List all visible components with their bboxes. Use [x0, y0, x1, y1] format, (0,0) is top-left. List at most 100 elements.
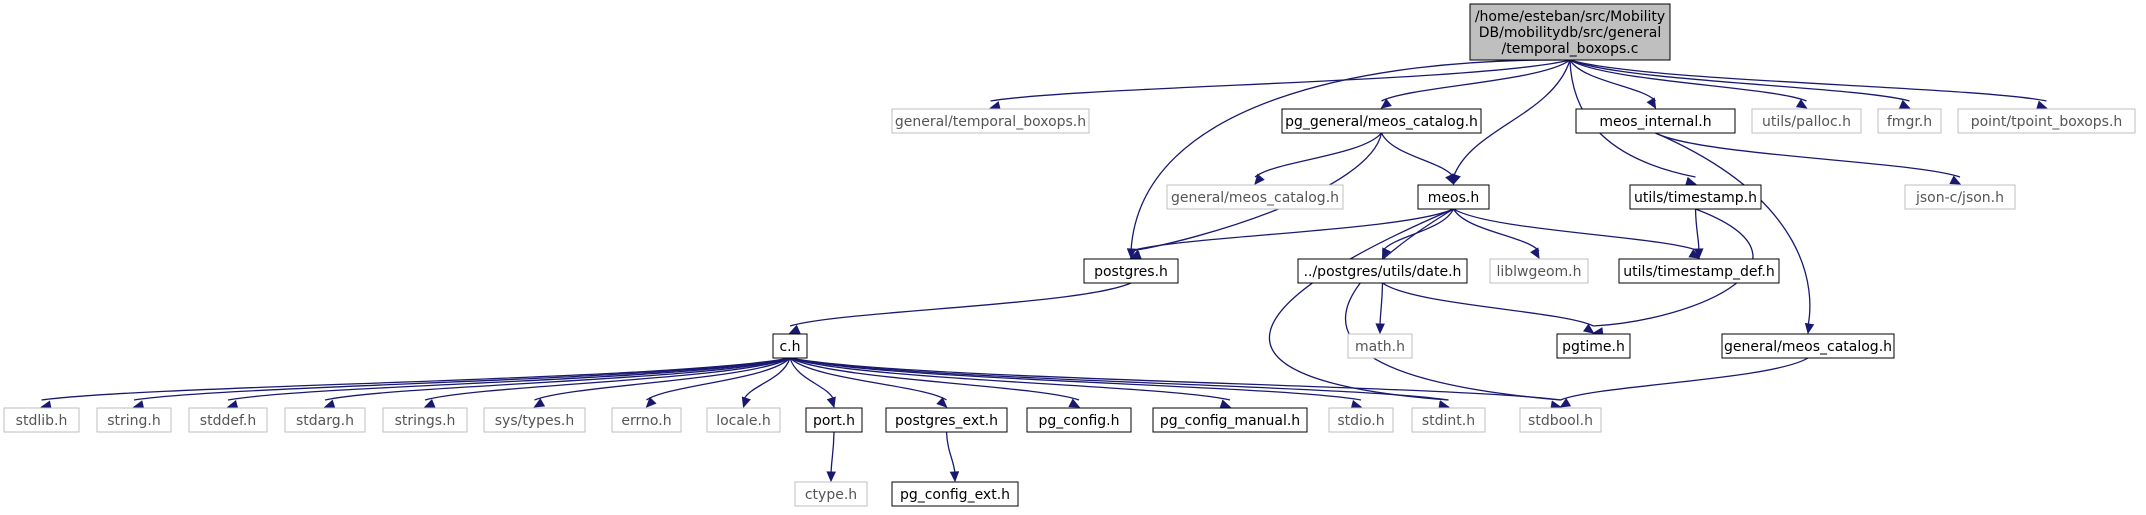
node-label: /home/esteban/src/Mobility [1475, 9, 1665, 25]
node-label: pgtime.h [1562, 339, 1625, 355]
node-label: json-c/json.h [1915, 190, 2004, 206]
edge-c_h-to-stdbool_h [789, 357, 1562, 410]
edge-c_h-to-postgres_ext_h [789, 357, 948, 408]
node-label: meos.h [1428, 190, 1479, 206]
edge-c_h-to-strings_h [423, 357, 791, 408]
node-tpoint-boxops-h: point/tpoint_boxops.h [1957, 108, 2136, 134]
node-label: /temporal_boxops.c [1502, 41, 1639, 57]
node-postgres-h[interactable]: postgres.h [1083, 258, 1179, 284]
node-strings-h: strings.h [382, 407, 468, 433]
node-port-h[interactable]: port.h [805, 407, 863, 433]
node-label: stdbool.h [1528, 413, 1593, 429]
edge-c_h-to-pg_config_manual_h [789, 357, 1232, 409]
node-label: stdio.h [1337, 413, 1384, 429]
node-pg-config-manual-h[interactable]: pg_config_manual.h [1152, 407, 1308, 433]
node-c-h[interactable]: c.h [772, 333, 808, 359]
node-label: postgres_ext.h [895, 413, 998, 429]
node-label: c.h [779, 339, 800, 355]
edge-c_h-to-pg_config_h [789, 357, 1081, 408]
node-label: meos_internal.h [1599, 114, 1711, 130]
node-stdlib-h: stdlib.h [3, 407, 80, 433]
edge-meos_internal_h-to-gen_meos_catalog_solid [1655, 132, 1815, 335]
edge-postgres_h-to-c_h [788, 282, 1132, 334]
node-meos-h[interactable]: meos.h [1417, 184, 1490, 210]
node-label: ctype.h [805, 487, 857, 503]
node-label: strings.h [395, 413, 456, 429]
edge-root-to-meos_internal_h [1569, 59, 1657, 110]
edge-meos_h-to-stdbool_h [1345, 208, 1562, 411]
edge-root-to-temporal_boxops_h [989, 59, 1571, 111]
node-pgtime-h[interactable]: pgtime.h [1556, 333, 1631, 359]
node-label: pg_config_ext.h [900, 487, 1010, 503]
node-label: pg_general/meos_catalog.h [1285, 114, 1478, 130]
edge-meos_h-to-liblwgeom_h [1452, 208, 1540, 260]
node-gen-meos-catalog-light: general/meos_catalog.h [1166, 184, 1344, 210]
edge-c_h-to-stdarg_h [323, 357, 791, 409]
node-ctype-h: ctype.h [794, 481, 868, 507]
node-stdio-h: stdio.h [1328, 407, 1394, 433]
node-locale-h: locale.h [706, 407, 781, 433]
edge-port_h-to-ctype_h [826, 431, 836, 483]
node-pg-config-h[interactable]: pg_config.h [1026, 407, 1132, 433]
node-errno-h: errno.h [611, 407, 682, 433]
edge-c_h-to-errno_h [645, 357, 791, 408]
edge-gen_meos_catalog_solid-to-stdbool_h [1559, 357, 1809, 408]
node-label: pg_config_manual.h [1160, 413, 1300, 429]
node-utils-palloc-h: utils/palloc.h [1751, 108, 1862, 134]
node-label: math.h [1355, 339, 1405, 355]
edge-root-to-utils_timestamp_h [1569, 59, 1697, 187]
edge-c_h-to-string_h [132, 357, 791, 410]
edge-c_h-to-sys_types_h [533, 357, 791, 408]
node-math-h: math.h [1347, 333, 1413, 359]
edge-c_h-to-locale_h [741, 357, 791, 409]
node-label: point/tpoint_boxops.h [1971, 114, 2123, 130]
edges-layer [40, 59, 2048, 483]
node-timestamp-def-h[interactable]: utils/timestamp_def.h [1618, 258, 1780, 284]
edge-pg_utils_date_h-to-pgtime_h [1382, 282, 1595, 334]
node-label: sys/types.h [495, 413, 574, 429]
node-label: utils/palloc.h [1762, 114, 1851, 130]
edge-root-to-postgres_h [1126, 59, 1571, 260]
node-label: fmgr.h [1887, 114, 1932, 130]
node-gen-meos-catalog-solid[interactable]: general/meos_catalog.h [1721, 333, 1895, 359]
edge-utils_timestamp_h-to-timestamp_def_h [1694, 208, 1704, 260]
node-label: string.h [107, 413, 161, 429]
node-label: locale.h [716, 413, 771, 429]
nodes-layer: /home/esteban/src/MobilityDB/mobilitydb/… [3, 3, 2136, 507]
node-label: general/meos_catalog.h [1171, 190, 1339, 206]
node-liblwgeom-h: liblwgeom.h [1489, 258, 1589, 284]
node-label: errno.h [621, 413, 671, 429]
node-sys-types-h: sys/types.h [483, 407, 586, 433]
node-label: general/temporal_boxops.h [895, 114, 1086, 130]
node-temporal-boxops-h: general/temporal_boxops.h [891, 108, 1090, 134]
node-utils-timestamp-h[interactable]: utils/timestamp.h [1629, 184, 1762, 210]
node-json-h: json-c/json.h [1904, 184, 2016, 210]
node-postgres-ext-h[interactable]: postgres_ext.h [885, 407, 1008, 433]
node-pg-utils-date-h[interactable]: ../postgres/utils/date.h [1297, 258, 1468, 284]
edge-c_h-to-port_h [789, 357, 836, 409]
node-root[interactable]: /home/esteban/src/MobilityDB/mobilitydb/… [1469, 3, 1671, 61]
node-label: port.h [813, 413, 855, 429]
node-label: utils/timestamp.h [1634, 190, 1757, 206]
node-stdarg-h: stdarg.h [284, 407, 366, 433]
edge-root-to-pg_meos_catalog_h [1380, 59, 1571, 109]
node-stdbool-h: stdbool.h [1519, 407, 1602, 433]
node-meos-internal-h[interactable]: meos_internal.h [1575, 108, 1736, 134]
edge-c_h-to-stddef_h [226, 357, 791, 410]
node-label: liblwgeom.h [1496, 264, 1581, 280]
node-pg-config-ext-h[interactable]: pg_config_ext.h [891, 481, 1019, 507]
node-label: postgres.h [1094, 264, 1168, 280]
node-stddef-h: stddef.h [188, 407, 268, 433]
node-label: DB/mobilitydb/src/general [1479, 25, 1662, 41]
node-pg-meos-catalog-h[interactable]: pg_general/meos_catalog.h [1281, 108, 1482, 134]
node-stdint-h: stdint.h [1411, 407, 1486, 433]
node-label: pg_config.h [1039, 413, 1120, 429]
node-label: general/meos_catalog.h [1724, 339, 1892, 355]
edge-meos_h-to-timestamp_def_h [1453, 208, 1701, 259]
edge-meos_h-to-stdint_h [1268, 208, 1454, 411]
edge-meos_h-to-postgres_h [1129, 208, 1454, 259]
node-label: stdint.h [1422, 413, 1475, 429]
node-fmgr-h: fmgr.h [1877, 108, 1942, 134]
edge-root-to-tpoint_boxops_h [1569, 59, 2048, 110]
